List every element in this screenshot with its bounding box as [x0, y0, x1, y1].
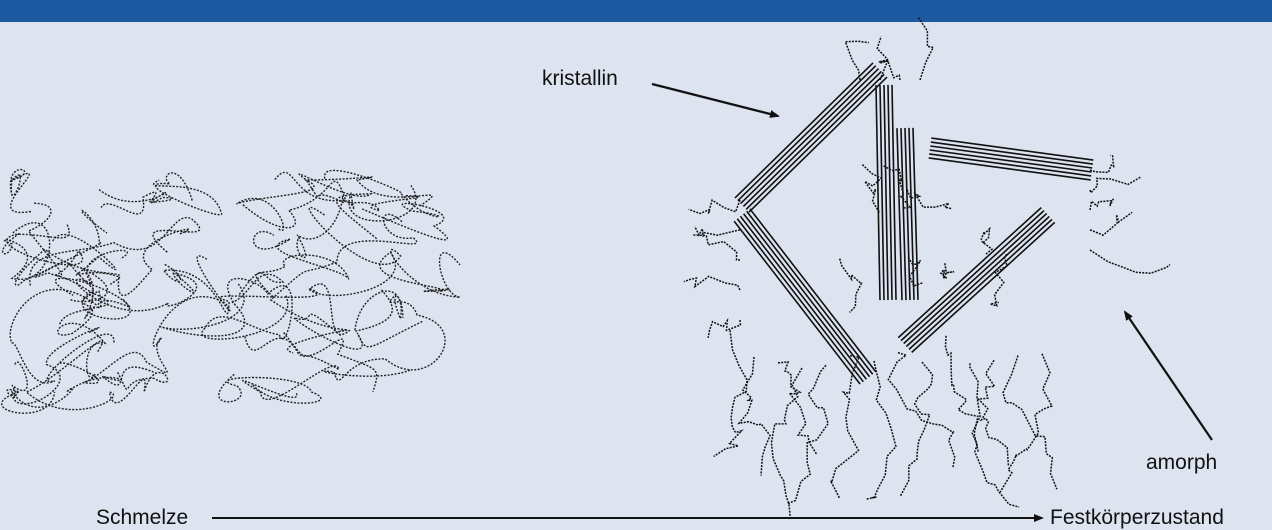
lamella-strand [735, 63, 873, 198]
amorphous-chain [946, 336, 979, 452]
melt-chain [324, 294, 445, 380]
amorphous-chain [1090, 250, 1170, 273]
lamella-strand [734, 221, 860, 384]
melt-chain [29, 203, 107, 277]
amorphous-chain [684, 276, 740, 290]
lamella-strand [747, 211, 873, 374]
lamella-strand [749, 77, 887, 212]
melt-chain [55, 278, 130, 377]
label-festkoerperzustand: Festkörperzustand [1050, 507, 1224, 528]
melt-chain [99, 190, 172, 214]
melt-chain [15, 249, 130, 319]
amorphous-chain [1000, 354, 1052, 492]
amorphous-chain [866, 361, 896, 499]
amorphous-chain [918, 17, 933, 80]
lamella-strand [909, 219, 1052, 349]
melt-chain [325, 170, 448, 239]
amorphous-chain [1090, 199, 1114, 210]
amorphous-chain [845, 41, 868, 80]
melt-chain [271, 214, 417, 352]
lamella-strand [737, 219, 863, 382]
melt-chain [236, 177, 432, 230]
label-schmelze: Schmelze [96, 507, 188, 528]
lamella-strand [898, 208, 1041, 338]
amorphous-chain [1090, 212, 1132, 235]
lamella-strand [876, 85, 880, 300]
melt-chain [154, 173, 222, 215]
amorphous-chain-tails [684, 17, 1170, 520]
amorphous-chain [778, 362, 817, 455]
lamella-strand [746, 74, 884, 209]
melt-chain [243, 332, 339, 399]
amorphous-chain [708, 320, 740, 338]
melt-chain [76, 250, 196, 310]
melt-chain [245, 336, 377, 392]
amorphous-chain [879, 60, 889, 81]
melt-chain [294, 314, 422, 349]
amorphous-chain [739, 357, 770, 476]
amorphous-chain [978, 360, 1008, 465]
melt-chain [12, 328, 156, 408]
lamella-strand [743, 71, 881, 206]
amorphous-chain [900, 362, 932, 496]
lamella-strand [740, 216, 866, 379]
lamella-strand [884, 85, 888, 300]
melt-chain [243, 172, 346, 227]
melt-chain [202, 279, 292, 340]
amorphous-chain [907, 188, 952, 208]
melt-chain [60, 256, 230, 383]
melt-chain [355, 290, 403, 331]
amorphous-chain [1090, 177, 1141, 193]
amorphous-chain [981, 229, 992, 254]
lamella-strand [880, 85, 884, 300]
amorphous-chain [888, 353, 955, 468]
lamella-strand [904, 214, 1047, 344]
amorphous-chain [788, 365, 829, 503]
amorphous-chain [840, 259, 862, 313]
amorphous-chain [693, 235, 741, 260]
lamella-strand [892, 85, 896, 300]
melt-chain [10, 169, 30, 212]
amorph-pointer-arrow [1125, 312, 1212, 440]
lamella-strand [901, 211, 1044, 341]
lamella-strand [744, 214, 870, 377]
amorphous-chain [877, 37, 900, 81]
label-amorph: amorph [1146, 452, 1217, 473]
melt-chain [53, 229, 189, 295]
lamella-strand [750, 209, 876, 372]
lamella-strand [741, 69, 879, 204]
amorphous-chain [714, 330, 747, 456]
melt-chain [297, 196, 419, 258]
amorphous-chain [908, 257, 923, 286]
amorphous-chain [1090, 155, 1114, 172]
lamella-strand [906, 217, 1049, 347]
melt-tangled-chains [2, 169, 460, 413]
lamella-strand [888, 85, 892, 300]
amorphous-chain [941, 263, 954, 279]
lamella-strand [738, 66, 876, 201]
crystalline-lamellae [734, 63, 1093, 384]
melt-chain [299, 174, 416, 239]
kristallin-pointer-arrow [652, 84, 778, 116]
melt-chain [3, 223, 50, 280]
amorphous-chain [689, 200, 740, 214]
label-kristallin: kristallin [542, 68, 618, 89]
